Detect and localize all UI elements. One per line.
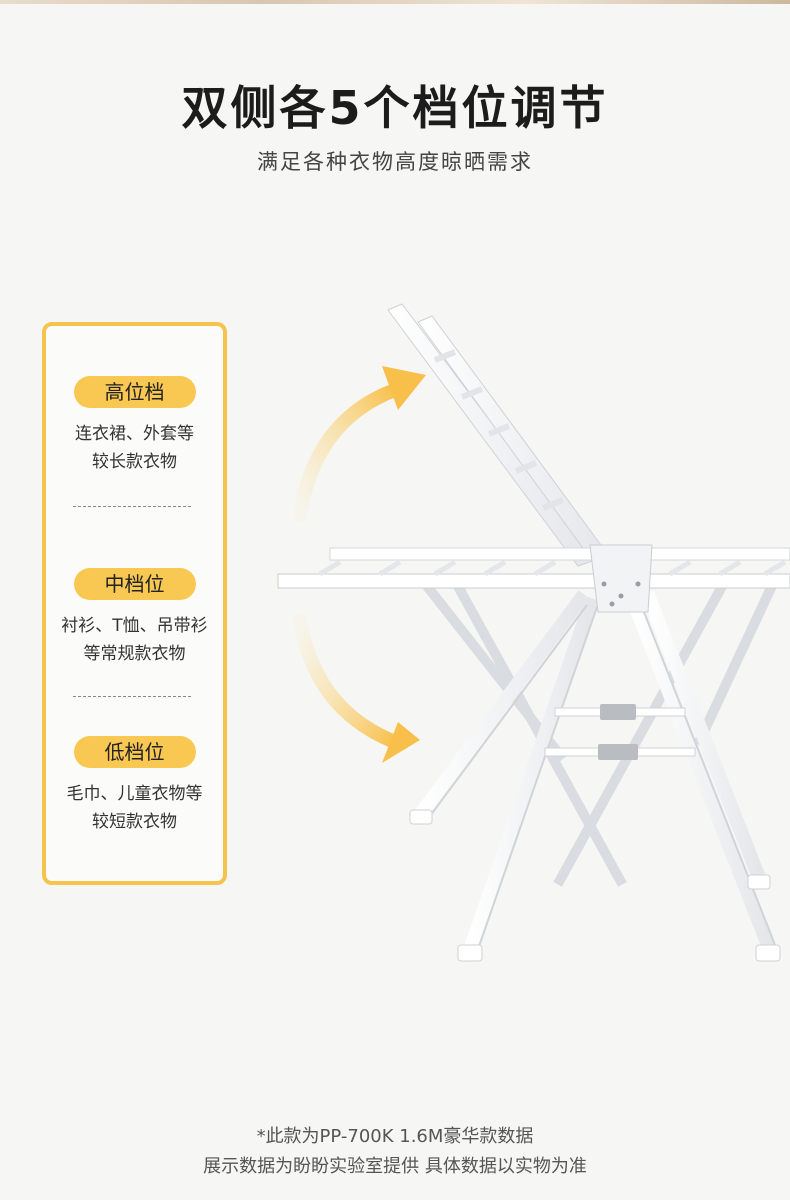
level-low-desc-line2: 较短款衣物: [92, 812, 177, 832]
rack-raised-wing: [387, 303, 613, 567]
level-mid-desc: 衬衫、T恤、吊带衫 等常规款衣物: [46, 612, 223, 668]
footnote-line-1: *此款为PP-700K 1.6M豪华款数据: [256, 1126, 534, 1147]
rack-horizontal-wing: [277, 547, 790, 589]
rack-front-legs: [410, 590, 780, 960]
footnote-line-2: 展示数据为盼盼实验室提供 具体数据以实物为准: [203, 1156, 587, 1177]
divider-2: [73, 696, 191, 697]
divider-1: [73, 506, 191, 507]
level-mid-pill: 中档位: [73, 568, 196, 600]
rack-crossbars: [544, 704, 696, 760]
level-high-desc-line2: 较长款衣物: [92, 452, 177, 472]
level-low-desc-line1: 毛巾、儿童衣物等: [66, 784, 203, 804]
level-low-pill: 低档位: [73, 736, 196, 768]
level-high-desc: 连衣裙、外套等 较长款衣物: [46, 420, 223, 476]
level-mid-desc-line2: 等常规款衣物: [83, 644, 186, 664]
page-title: 双侧各5个档位调节: [181, 81, 609, 135]
arrow-down-icon: [293, 613, 420, 763]
rack-leg-outlines: [426, 604, 778, 953]
level-high-pill: 高位档: [73, 376, 196, 408]
drying-rack-illustration: [277, 303, 790, 962]
level-high-desc-line1: 连衣裙、外套等: [75, 424, 194, 444]
top-decor-strip: [0, 0, 790, 4]
page-subtitle: 满足各种衣物高度晾晒需求: [257, 150, 533, 174]
level-mid: 中档位 衬衫、T恤、吊带衫 等常规款衣物: [46, 568, 223, 668]
arrow-up-icon: [293, 366, 426, 522]
level-low-desc: 毛巾、儿童衣物等 较短款衣物: [46, 780, 223, 836]
level-high: 高位档 连衣裙、外套等 较长款衣物: [46, 376, 223, 476]
level-low: 低档位 毛巾、儿童衣物等 较短款衣物: [46, 736, 223, 836]
level-mid-desc-line1: 衬衫、T恤、吊带衫: [61, 616, 208, 636]
rack-hinge-block: [589, 544, 653, 613]
rack-feet: [409, 809, 781, 962]
levels-card: 高位档 连衣裙、外套等 较长款衣物 中档位 衬衫、T恤、吊带衫 等常规款衣物 低…: [42, 322, 227, 885]
